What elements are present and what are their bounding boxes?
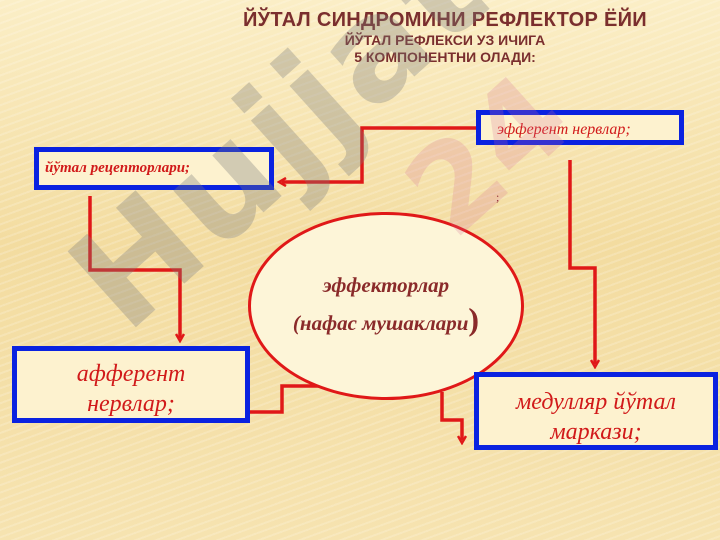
medullary-label: медулляр йўтал маркази; (479, 387, 713, 447)
arrow-efferent-to-medullary (568, 160, 595, 364)
effectors-label: эффекторлар (нафас мушаклари) (248, 268, 524, 340)
effectors-paren: ) (468, 301, 480, 337)
efferent-label: эфферент нервлар; (497, 121, 631, 138)
afferent-label: афферент нервлар; (17, 359, 245, 419)
receptors-box: йўтал рецепторлари; (34, 147, 274, 190)
arrow-efferent-to-receptors (282, 126, 476, 182)
title-line-3: 5 КОМПОНЕНТНИ ОЛАДИ: (354, 49, 536, 65)
afferent-line-1: афферент (76, 361, 186, 387)
effectors-line-2-text: (нафас мушаклари (292, 311, 469, 335)
effectors-line-2: (нафас мушаклари) (248, 302, 524, 340)
medullary-line-2: маркази; (550, 419, 642, 445)
effectors-ellipse (248, 212, 524, 400)
medullary-line-1: медулляр йўтал (515, 389, 677, 415)
stray-semicolon: ; (496, 190, 500, 204)
medullary-center-box: медулляр йўтал маркази; (474, 372, 718, 450)
arrow-ellipse-down (440, 392, 462, 440)
afferent-nerves-box: афферент нервлар; (12, 346, 250, 423)
effectors-line-1: эффекторлар (322, 273, 450, 297)
title-block: ЙЎТАЛ СИНДРОМИНИ РЕФЛЕКТОР ЁЙИ ЙЎТАЛ РЕФ… (230, 8, 660, 66)
arrow-ellipse-to-afferent (242, 384, 320, 412)
efferent-nerves-box: эфферент нервлар; (476, 110, 684, 145)
afferent-line-2: нервлар; (87, 391, 175, 417)
title-line-2: ЙЎТАЛ РЕФЛЕКСИ УЗ ИЧИГА (344, 32, 546, 48)
arrow-receptors-to-afferent (88, 196, 180, 338)
receptors-label: йўтал рецепторлари; (45, 160, 191, 176)
title-line-1: ЙЎТАЛ СИНДРОМИНИ РЕФЛЕКТОР ЁЙИ (243, 9, 647, 31)
